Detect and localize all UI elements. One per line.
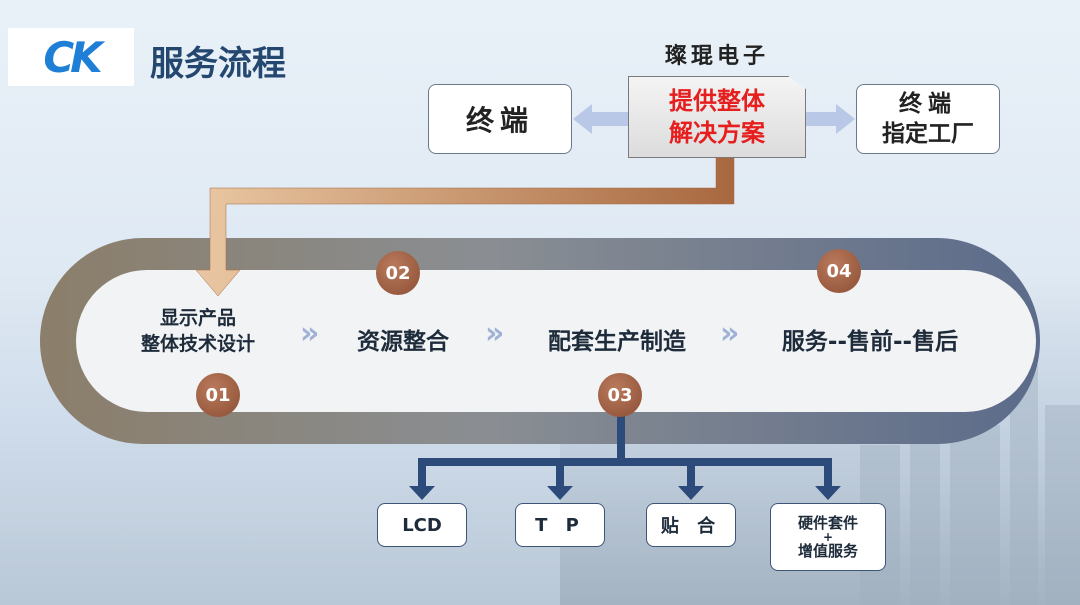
logo-text: CK bbox=[43, 32, 102, 82]
stage-1-line-1: 显示产品 bbox=[159, 307, 236, 329]
output-line-2: + bbox=[822, 530, 834, 544]
manufacturing-tree bbox=[409, 412, 841, 500]
solution-line-2: 解决方案 bbox=[669, 119, 765, 147]
chevron-icon: » bbox=[300, 316, 320, 351]
factory-line-1: 终端 bbox=[899, 91, 957, 117]
output-line-3: 增值服务 bbox=[797, 542, 858, 560]
company-logo: CK bbox=[8, 28, 134, 86]
solution-box: 提供整体 解决方案 bbox=[628, 76, 806, 158]
output-lamination: 贴 合 bbox=[646, 503, 736, 547]
chevron-icon: » bbox=[720, 316, 740, 351]
factory-line-2: 指定工厂 bbox=[882, 121, 974, 147]
stage-4-badge: 04 bbox=[817, 249, 861, 293]
building-shape bbox=[950, 425, 1000, 605]
stage-3-badge: 03 bbox=[598, 373, 642, 417]
solution-line-1: 提供整体 bbox=[669, 87, 765, 115]
stage-2-badge: 02 bbox=[376, 251, 420, 295]
stage-4-label: 服务--售前--售后 bbox=[781, 329, 959, 355]
output-tp: T P bbox=[515, 503, 605, 547]
solution-to-stage1-arrow bbox=[195, 157, 735, 297]
terminal-box: 终端 bbox=[428, 84, 572, 154]
stage-2-label: 资源整合 bbox=[357, 329, 449, 355]
arrow-to-factory bbox=[806, 104, 855, 134]
stage-1-line-2: 整体技术设计 bbox=[140, 333, 255, 355]
chevron-icon: » bbox=[485, 316, 505, 351]
building-shape bbox=[1045, 405, 1080, 605]
factory-box: 终端 指定工厂 bbox=[856, 84, 1000, 154]
stage-1-badge: 01 bbox=[196, 373, 240, 417]
company-name: 璨琨电子 bbox=[664, 44, 769, 69]
output-lcd: LCD bbox=[377, 503, 467, 547]
arrow-to-terminal bbox=[573, 104, 628, 134]
stage-3-label: 配套生产制造 bbox=[548, 329, 686, 355]
output-hardware-services: 硬件套件 + 增值服务 bbox=[770, 503, 886, 571]
page-title: 服务流程 bbox=[150, 44, 286, 84]
output-line-1: 硬件套件 bbox=[797, 514, 858, 532]
stage-1-label: 显示产品 整体技术设计 bbox=[118, 305, 278, 357]
